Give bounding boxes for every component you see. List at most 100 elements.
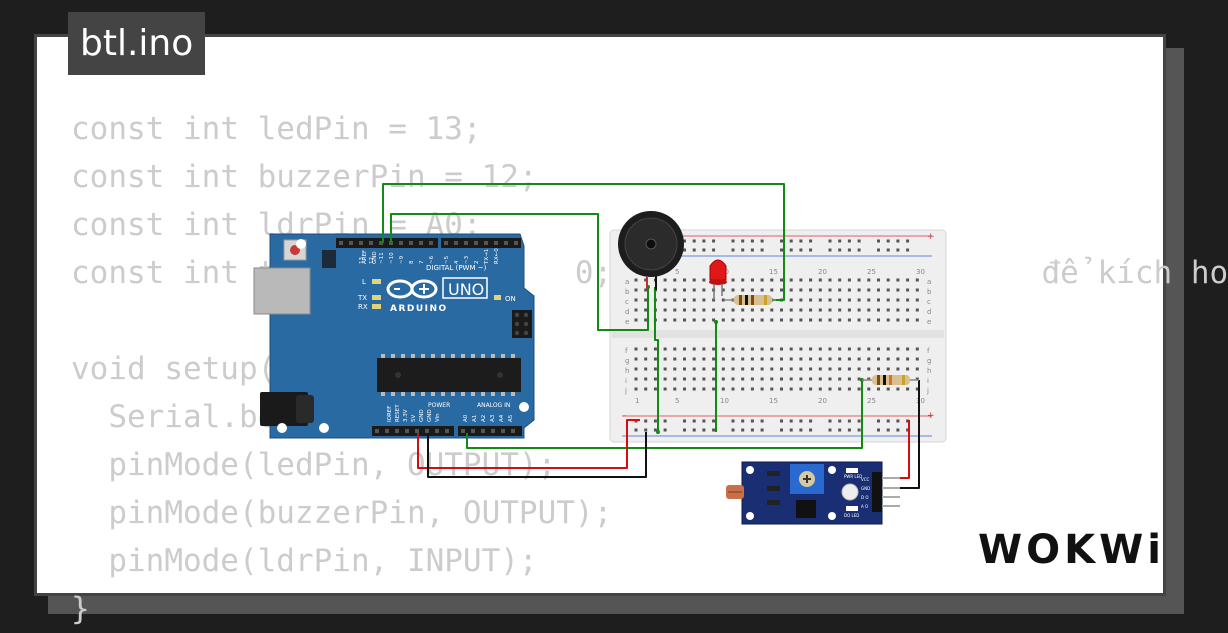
wire-buzzer-pin12 <box>390 213 649 331</box>
wire-5v <box>417 419 640 469</box>
bb-row-label: h <box>927 367 931 375</box>
bb-row-label: f <box>927 347 930 355</box>
digital-pin-label: ~6 <box>429 255 435 264</box>
sensor-pins <box>882 477 900 507</box>
power-pin-label: Vin <box>435 413 441 422</box>
analog-pin-label: A3 <box>490 414 496 422</box>
code-line: void setup( <box>71 351 277 387</box>
code-line: pinMode(buzzerPin, OUTPUT); <box>71 495 613 531</box>
bb-row-label: d <box>625 308 629 316</box>
pwr-led-label: PWR LED <box>844 474 862 479</box>
power-pin-label: IOREF <box>387 406 393 422</box>
on-label: ON <box>505 295 516 303</box>
bb-row-label: j <box>624 387 627 395</box>
bottom-header-pins <box>375 429 515 433</box>
bb-row-label: c <box>927 298 931 306</box>
led-tx-label: TX <box>357 294 367 302</box>
digital-label: DIGITAL (PWM ~) <box>426 264 487 272</box>
bb-col-label: 10 <box>720 397 729 405</box>
resistor-led[interactable] <box>724 295 776 305</box>
code-editor: const int ledPin = 13;const int buzzerPi… <box>71 105 1228 633</box>
on-led <box>494 295 501 300</box>
led-rx-label: RX <box>358 303 368 311</box>
bb-row-label: f <box>625 347 628 355</box>
wire-buzzer-gnd <box>654 287 659 432</box>
power-header <box>372 426 454 436</box>
sensor-pin-label: VCC <box>861 477 870 482</box>
rail-plus-label: + <box>927 411 935 421</box>
circuit-diagram: 1 5 10 15 20 25 30 1 5 10 15 20 25 30 a … <box>253 183 947 525</box>
comparator-chip <box>796 500 816 518</box>
digital-header-pins <box>339 241 518 245</box>
resistor-sensor[interactable] <box>862 375 919 385</box>
wire-gnd <box>427 432 647 478</box>
bb-row-label: g <box>625 357 629 365</box>
led-rx <box>372 304 381 309</box>
buzzer[interactable] <box>618 211 684 290</box>
bb-row-label: g <box>927 357 931 365</box>
bb-row-label: a <box>927 278 931 286</box>
red-led[interactable] <box>709 259 727 300</box>
rail-plus-label: + <box>927 232 935 242</box>
bb-row-label: e <box>927 318 931 326</box>
bb-col-label: 15 <box>769 268 778 276</box>
breadboard-row-letters: a b c d e f g h i j a b c d e f g h i j <box>624 278 932 395</box>
analog-pin-label: A5 <box>508 414 514 422</box>
bb-col-label: 30 <box>916 268 925 276</box>
bb-row-label: h <box>625 367 629 375</box>
digital-pin-label: 8 <box>409 260 415 264</box>
photoresistor-module[interactable]: PWR LED DO LED VCC GND D O A O <box>726 461 900 525</box>
digital-pin-label: ~9 <box>399 255 405 264</box>
bb-row-label: j <box>926 387 929 395</box>
power-pin-label: 5V <box>411 415 417 422</box>
digital-header-left <box>336 238 438 248</box>
code-line: Serial.be <box>71 399 277 435</box>
analog-label: ANALOG IN <box>477 402 510 409</box>
bb-row-label: i <box>625 377 627 385</box>
file-tab[interactable]: btl.ino <box>68 12 206 75</box>
digital-pin-label: GND <box>372 251 378 264</box>
bb-row-label: a <box>625 278 629 286</box>
digital-pin-label: ~5 <box>444 255 450 264</box>
power-pin-label: GND <box>427 409 433 422</box>
sensor-pin-label: D O <box>861 495 869 500</box>
bb-row-label: b <box>927 288 932 296</box>
bb-col-label: 30 <box>916 397 925 405</box>
do-led-label: DO LED <box>844 513 859 518</box>
digital-pin-label: RX←0 <box>494 248 500 264</box>
bb-col-label: 25 <box>867 268 876 276</box>
power-pin-label: 3.3V <box>403 409 409 422</box>
digital-pin-label: 7 <box>419 260 425 264</box>
bb-col-label: 1 <box>635 397 639 405</box>
sensor-pin-label: GND <box>861 486 870 491</box>
bb-row-label: d <box>927 308 931 316</box>
analog-header <box>458 426 522 436</box>
sensor-pin-label: A O <box>861 504 868 509</box>
code-line: pinMode(ldrPin, INPUT); <box>71 543 538 579</box>
digital-pin-label: AREF <box>362 250 368 264</box>
bb-row-label: e <box>625 318 629 326</box>
digital-pin-label: ~11 <box>379 252 385 264</box>
preview-card: const int ledPin = 13;const int buzzerPi… <box>34 34 1228 627</box>
analog-pin-label: A1 <box>472 415 478 422</box>
bb-col-label: 5 <box>675 397 679 405</box>
bb-col-label: 15 <box>769 397 778 405</box>
wokwi-logo: WOKWi <box>978 527 1165 573</box>
icsp-header <box>512 310 532 338</box>
wire-led-pin13 <box>382 183 785 301</box>
digital-pin-label: ~3 <box>464 255 470 264</box>
bb-col-label: 20 <box>818 397 827 405</box>
analog-pin-label: A2 <box>481 415 487 422</box>
usb-port <box>253 267 311 315</box>
code-line: const int buzzerPin = 12; <box>71 159 538 195</box>
digital-header-right <box>441 238 521 248</box>
digital-pin-label: ~10 <box>389 252 395 264</box>
power-pin-label: RESET <box>395 404 401 422</box>
analog-pin-label: A0 <box>463 414 469 422</box>
board-brand: ARDUINO <box>390 304 448 314</box>
led-l <box>372 279 381 284</box>
digital-pin-label: 13 <box>359 257 365 264</box>
